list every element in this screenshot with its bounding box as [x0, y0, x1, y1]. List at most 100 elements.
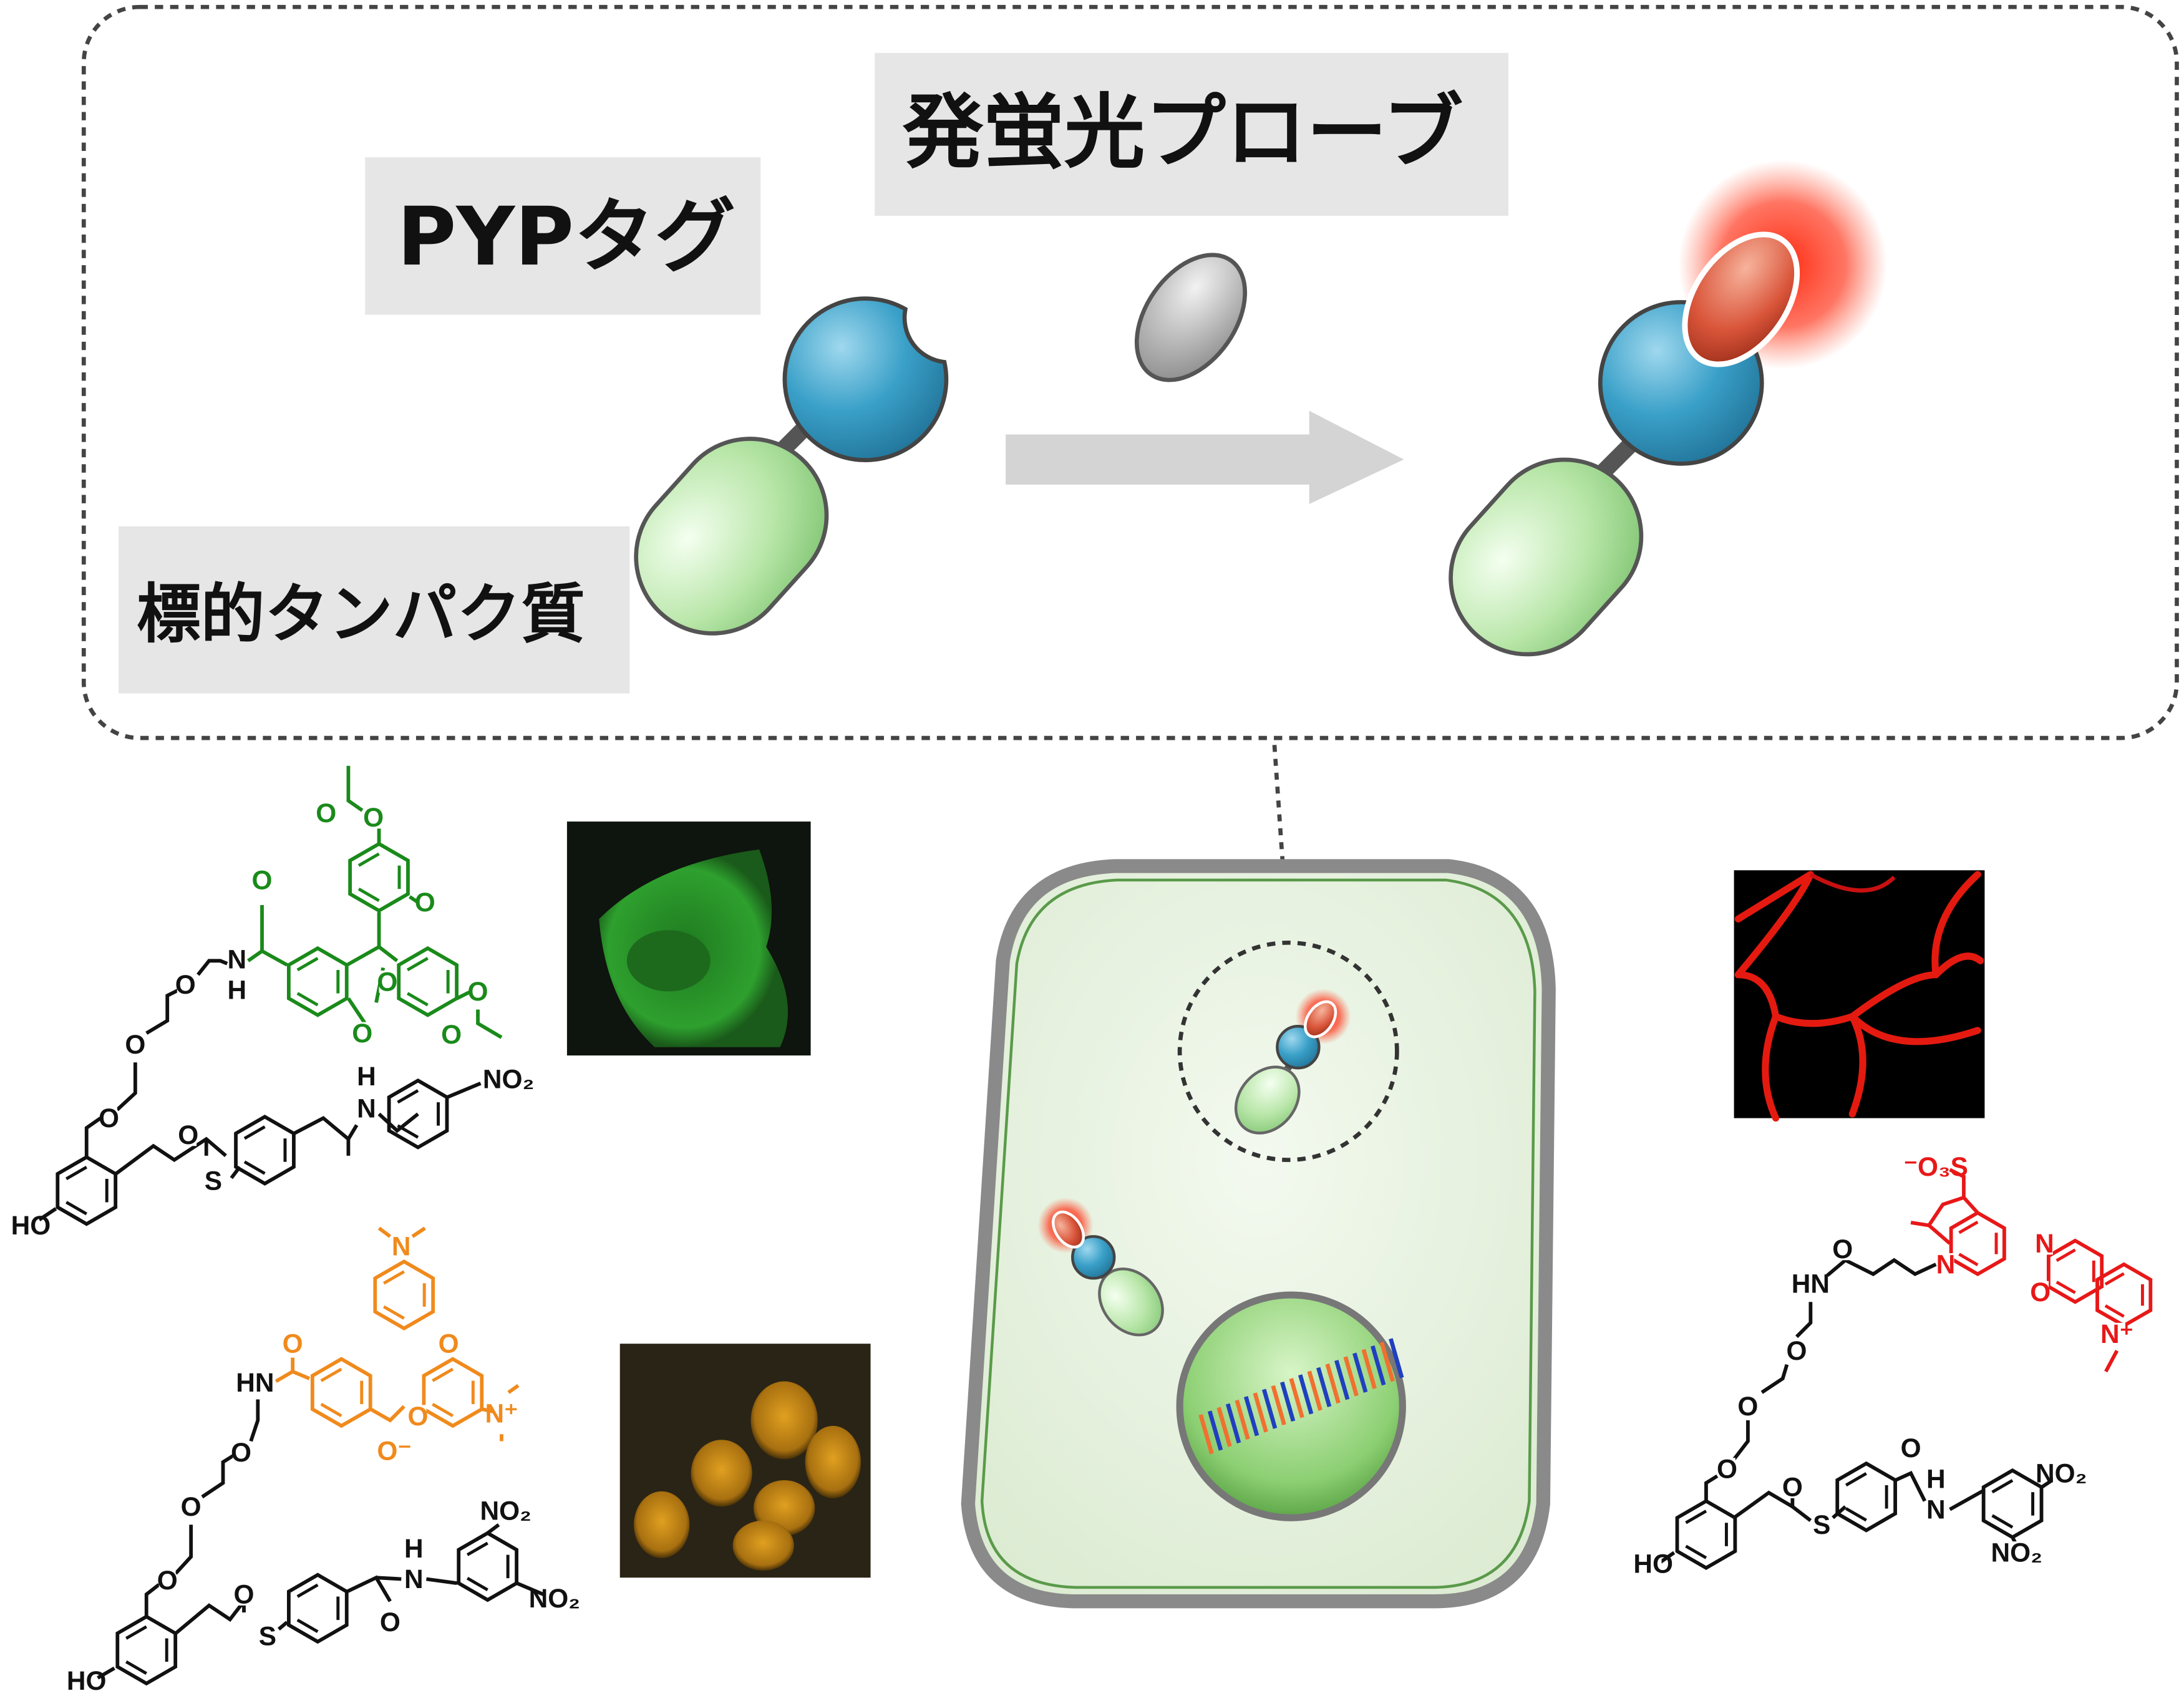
target-protein-text: 標的タンパク質: [137, 578, 585, 652]
atom-label: H: [1926, 1464, 1946, 1493]
label-fluorogenic-probe: 発蛍光プローブ: [875, 52, 1508, 216]
bond: [346, 1575, 392, 1602]
atom-label-backing: [2036, 1232, 2053, 1255]
atom-label-backing: [405, 1568, 422, 1591]
atom-label-backing: [100, 1107, 117, 1130]
atom-label-backing: [443, 1023, 460, 1046]
bond: [1659, 1551, 1676, 1564]
atom-label-backing: [382, 1611, 399, 1634]
bond: [516, 1581, 545, 1596]
double-bond: [296, 957, 319, 972]
atom-label-backing: [180, 1123, 197, 1146]
atom-label-backing: [497, 1500, 515, 1522]
atom-label-backing: [386, 1440, 403, 1462]
atom-label: O: [181, 1492, 201, 1521]
bond: [476, 1009, 503, 1039]
bond: [249, 1399, 260, 1442]
atom-label: HN: [236, 1368, 274, 1397]
target-protein-shape: [634, 437, 829, 636]
zoom-region-circle: [1177, 940, 1399, 1162]
dna-strand-segment: [1198, 1414, 1214, 1455]
double-bond: [432, 1402, 454, 1417]
dna-strand-segment: [1307, 1370, 1323, 1411]
bond: [277, 1621, 289, 1631]
atom-label: O: [234, 1580, 255, 1609]
bond: [274, 1369, 311, 1383]
atom-label: HO: [11, 1211, 51, 1240]
dna-strand-segment: [1279, 1381, 1296, 1422]
bond: [247, 949, 288, 967]
benzene-ring: [457, 1531, 518, 1602]
dna-strand-segment: [1316, 1367, 1332, 1408]
microscopy-image-red: [1734, 870, 1985, 1122]
atom-label: O: [415, 888, 435, 917]
cell: [961, 859, 1556, 1609]
double-bond: [125, 1625, 147, 1640]
atom-label-backing: [235, 1583, 253, 1606]
double-bond: [406, 957, 429, 972]
benzene-ring: [115, 1614, 178, 1686]
atom-label: ⁻O₃S: [1904, 1152, 1968, 1181]
bond: [293, 1116, 359, 1142]
atom-label: NO₂: [483, 1065, 534, 1094]
atom-label-backing: [2052, 1461, 2070, 1485]
double-bond: [1991, 1479, 2014, 1494]
double-bond: [243, 1125, 266, 1140]
atom-label: O: [1901, 1433, 1921, 1463]
atom-label-backing: [469, 980, 487, 1003]
dna-strand-segment: [1207, 1410, 1223, 1451]
atom-label: N: [1936, 1249, 1956, 1279]
dna-strand-segment: [1334, 1360, 1350, 1400]
dna-strand-segment: [1298, 1374, 1314, 1415]
benzene-ring: [348, 841, 410, 913]
atom-label-backing: [1784, 1476, 1801, 1499]
atom-label-backing: [205, 1170, 222, 1192]
bond: [369, 1405, 405, 1423]
labeled-protein-in-cell-2: [1037, 1197, 1164, 1337]
atom-label: O: [2030, 1277, 2051, 1307]
dna-helix: [1198, 1338, 1404, 1455]
double-bond: [2055, 1281, 2076, 1294]
atom-label: H: [228, 976, 247, 1005]
double-bond: [2104, 1272, 2125, 1286]
dna-strand-segment: [1343, 1356, 1359, 1397]
bond: [197, 959, 228, 976]
probe-nonfluorescent: [1134, 253, 1248, 382]
atom-label: NO₂: [2036, 1458, 2087, 1488]
dna-strand-segment: [1389, 1338, 1404, 1379]
bond: [426, 1577, 457, 1586]
pyp-tag-shape: [782, 296, 949, 462]
atom-label: N: [357, 1093, 376, 1123]
atom-label: N: [404, 1564, 424, 1594]
double-bond: [1958, 1253, 1979, 1266]
atom-label: O: [439, 1329, 459, 1359]
pyp-tag-fusion-protein: [634, 296, 949, 636]
benzene-ring: [234, 1114, 296, 1186]
atom-label-backing: [1937, 1253, 1954, 1276]
bond: [2104, 1350, 2119, 1373]
reaction-arrow: [1006, 410, 1404, 505]
bond: [446, 1082, 482, 1099]
atom-label: O: [441, 1020, 462, 1049]
atom-label: NO₂: [1991, 1538, 2042, 1568]
bond: [347, 997, 367, 1025]
atom-label: O⁻: [377, 1437, 411, 1466]
atom-label-backing: [546, 1587, 563, 1610]
double-bond: [1991, 1514, 2014, 1529]
bond: [2041, 1477, 2055, 1489]
label-target-protein: 標的タンパク質: [119, 526, 630, 694]
bond: [1832, 1505, 1847, 1519]
atom-label-backing: [2109, 1322, 2125, 1345]
dna-strand-segment: [1225, 1403, 1241, 1444]
atom-label: O: [1787, 1336, 1807, 1365]
atom-label: N: [228, 945, 247, 974]
bond: [174, 1524, 193, 1575]
dna-strand-segment: [1379, 1342, 1395, 1382]
atom-label: N⁺: [2100, 1319, 2133, 1349]
atom-label: O: [352, 1019, 372, 1048]
bond: [507, 1383, 520, 1394]
double-bond: [66, 1166, 87, 1181]
atom-label: O: [125, 1030, 145, 1059]
